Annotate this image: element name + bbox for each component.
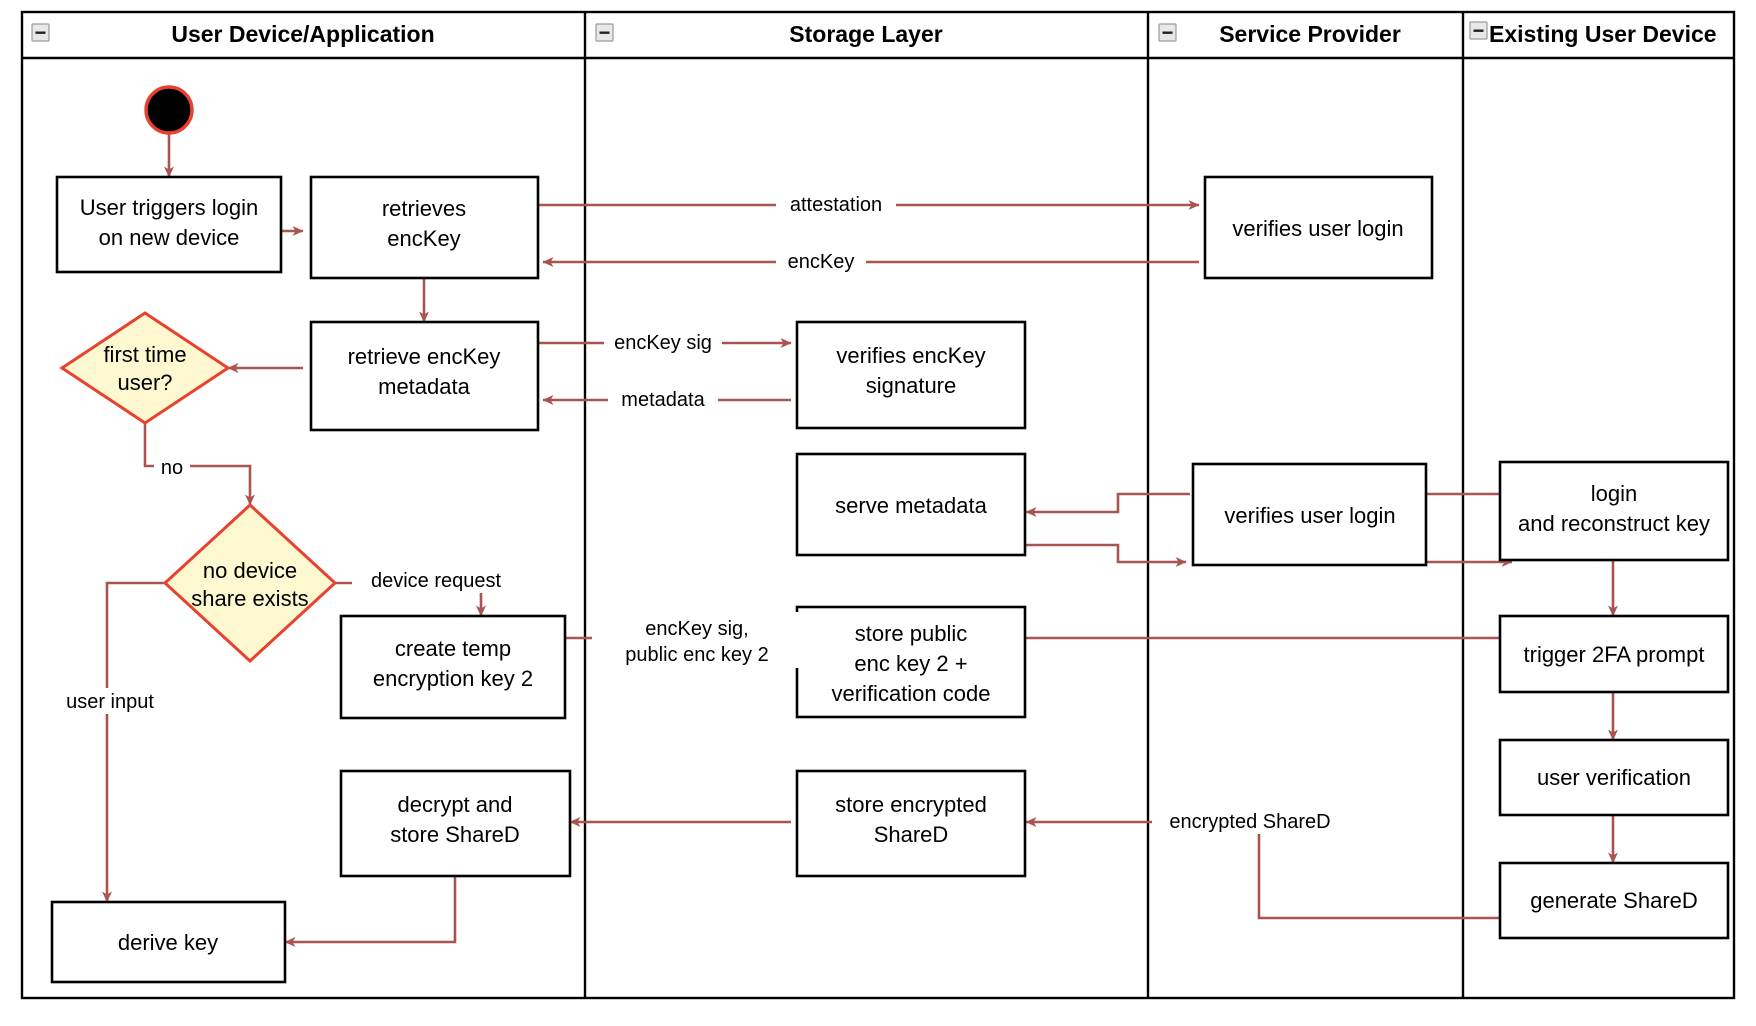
node-retrieve-enckey-metadata[interactable]: retrieve encKey metadata [309,320,540,432]
lane-header-existing-device[interactable]: Existing User Device [1469,21,1717,47]
node-label-line1: retrieves [382,196,466,221]
edge-label-text-line2: public enc key 2 [625,644,768,666]
collapse-minus-icon[interactable] [1158,23,1177,42]
node-user-triggers-login[interactable]: User triggers login on new device [55,175,283,274]
edge-label-enckey-sig: encKey sig [604,329,722,355]
lane-header-service-provider[interactable]: Service Provider [1158,21,1401,47]
decision-no-device-share-exists[interactable]: no device share exists [162,502,338,664]
lane-title-user-device: User Device/Application [171,21,434,47]
node-label-line2: enc key 2 + [854,651,967,676]
edge-label-metadata: metadata [608,386,718,412]
edge-serve-metadata-to-verify-login [1026,543,1187,567]
node-label-line2: signature [866,373,957,398]
edge-decrypt-store-to-derive-key [284,876,457,947]
node-label-line1: retrieve encKey [348,344,501,369]
edge-label-device-request: device request [352,567,520,593]
node-label-line1: trigger 2FA prompt [1524,642,1705,667]
swimlane-frame [20,10,1736,1000]
node-label-line2: store ShareD [390,822,520,847]
lane-title-service-provider: Service Provider [1219,21,1401,47]
edge-label-text-line1: encKey sig, [645,618,748,640]
edge-no-to-no-device-share [143,420,255,506]
edge-user-input [102,581,165,903]
edge-label-text: encKey sig [614,332,712,354]
node-label-line1: store encrypted [835,792,987,817]
edge-label-user-input: user input [52,688,170,714]
node-label-line1: login [1591,481,1637,506]
collapse-minus-icon[interactable] [1469,21,1488,40]
node-decrypt-and-store-shared[interactable]: decrypt and store ShareD [339,769,572,878]
edge-label-text: attestation [790,194,882,216]
decision-first-time-user[interactable]: first time user? [59,311,231,425]
edge-label-text: user input [66,691,154,713]
decision-label-line1: no device [203,558,297,583]
node-label-line1: User triggers login [80,195,259,220]
lane-title-existing-device: Existing User Device [1489,21,1717,47]
collapse-minus-icon[interactable] [595,23,614,42]
node-label-line1: create temp [395,636,511,661]
edge-label-encrypted-shared: encrypted ShareD [1152,808,1348,834]
node-label-line2: ShareD [874,822,949,847]
node-label-line1: serve metadata [835,493,987,518]
edge-encrypted-shared [1025,817,1502,920]
decision-label-line1: first time [103,342,186,367]
node-label-line2: on new device [99,225,240,250]
node-verifies-enckey-signature[interactable]: verifies encKey signature [795,320,1027,430]
edge-label-attestation: attestation [776,191,896,217]
decision-label-line2: share exists [191,586,308,611]
node-label-line3: verification code [832,681,991,706]
decision-label-line2: user? [117,370,172,395]
node-label-line2: metadata [378,374,470,399]
node-label-line1: decrypt and [398,792,513,817]
edge-label-text: encrypted ShareD [1169,811,1330,833]
node-retrieves-enckey[interactable]: retrieves encKey [309,175,540,280]
start-node [144,85,194,135]
node-login-and-reconstruct-key[interactable]: login and reconstruct key [1498,460,1730,562]
node-label-line1: user verification [1537,765,1691,790]
node-label-line1: generate ShareD [1530,888,1698,913]
lane-header-user-device[interactable]: User Device/Application [31,21,435,47]
node-label-line1: verifies encKey [836,343,985,368]
node-verifies-user-login-top[interactable]: verifies user login [1203,175,1434,280]
node-store-public-enc-key-2[interactable]: store public enc key 2 + verification co… [795,605,1027,719]
lane-title-storage: Storage Layer [789,21,942,47]
edge-label-text: metadata [621,389,705,411]
node-trigger-2fa-prompt[interactable]: trigger 2FA prompt [1498,614,1730,694]
node-label-line1: verifies user login [1224,503,1395,528]
edge-label-text: device request [371,570,502,592]
edge-label-enckey-sig-public-enc-key-2: encKey sig, public enc key 2 [592,612,802,668]
edge-label-enckey: encKey [776,248,866,274]
edge-labels-layer: attestation encKey encKey sig metadata n… [52,191,1348,834]
edge-label-text: no [161,457,183,479]
node-verifies-user-login-mid[interactable]: verifies user login [1191,462,1428,567]
collapse-minus-icon[interactable] [31,23,50,42]
edge-verify-login-to-serve-metadata [1025,492,1190,517]
node-store-encrypted-shared[interactable]: store encrypted ShareD [795,769,1027,878]
node-label-line2: encKey [387,226,460,251]
node-label-line1: derive key [118,930,218,955]
edge-label-no: no [154,453,190,479]
node-user-verification[interactable]: user verification [1498,738,1730,817]
edge-label-text: encKey [788,251,855,273]
node-serve-metadata[interactable]: serve metadata [795,452,1027,557]
lane-header-storage[interactable]: Storage Layer [595,21,943,47]
node-label-line2: encryption key 2 [373,666,533,691]
node-derive-key[interactable]: derive key [50,900,287,984]
node-label-line1: verifies user login [1232,216,1403,241]
node-generate-shared[interactable]: generate ShareD [1498,861,1730,940]
node-create-temp-encryption-key-2[interactable]: create temp encryption key 2 [339,614,567,720]
node-label-line2: and reconstruct key [1518,511,1710,536]
node-label-line1: store public [855,621,968,646]
